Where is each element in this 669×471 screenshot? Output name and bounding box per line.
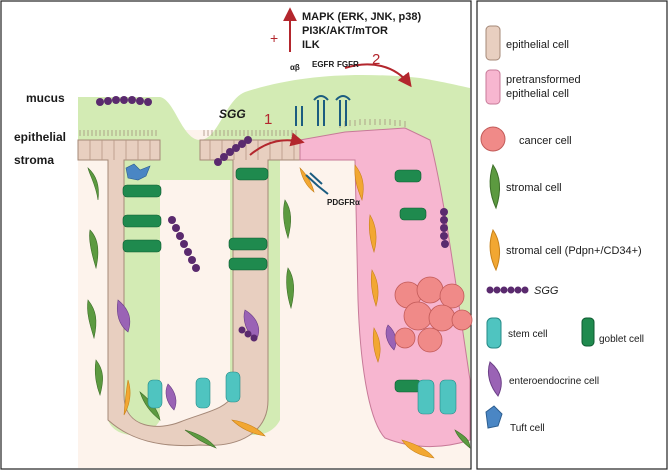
step-1-arrow [249,132,305,156]
mucus-layer [78,74,470,436]
plus-sign: + [270,30,278,46]
tuft-cell [125,163,151,181]
legend-stem-label: stem cell [508,329,547,340]
sgg-bacteria [96,96,449,342]
label-mucus: mucus [26,91,65,105]
legend [480,25,595,429]
legend-enteroendocrine-icon [487,361,502,397]
legend-panel-frame [476,0,668,470]
label-epithelial: epithelial [14,130,66,144]
legend-sgg-icon [486,286,529,294]
legend-pretransformed-icon [485,69,501,105]
legend-goblet-icon [581,317,595,347]
goblet-cells [122,167,427,393]
legend-enteroendocrine-label: enteroendocrine cell [509,376,599,387]
legend-tuft-label: Tuft cell [510,423,545,434]
legend-tuft-icon [485,405,503,429]
legend-pretransformed-label-2: epithelial cell [506,88,569,100]
enteroendocrine-cells [117,299,397,411]
legend-pretransformed-label-1: pretransformed [506,74,581,86]
legend-cancer-icon [480,126,506,152]
legend-epithelial-label: epithelial cell [506,39,569,51]
receptor-egfr-label: EGFR [312,60,334,69]
signal-line-1: MAPK (ERK, JNK, p38) [302,11,422,23]
legend-stromal-icon [489,163,501,210]
legend-stromal-label: stromal cell [506,182,562,194]
microvilli [79,119,406,136]
legend-cancer-label: cancer cell [519,135,572,147]
stromal-pdpn-cells [123,164,435,459]
legend-sgg-label: SGG [534,285,559,297]
legend-stromal-pdpn-label: stromal cell (Pdpn+/CD34+) [506,245,642,257]
legend-goblet-label: goblet cell [599,334,644,345]
legend-stem-icon [486,317,502,349]
receptor-integrin-label: αβ [290,63,300,72]
signal-line-2: PI3K/AKT/mTOR [302,25,388,37]
legend-stromal-pdpn-icon [489,228,501,272]
legend-epithelial-icon [485,25,501,61]
right-crypt-epithelium [299,127,471,447]
stromal-cells [87,167,471,449]
sgg-label: SGG [219,107,246,121]
receptors [295,95,351,195]
signal-line-3: ILK [302,39,320,51]
step-2-label: 2 [372,51,380,68]
cancer-cluster [394,276,473,353]
label-stroma: stroma [14,153,54,167]
step-2-arrow [344,63,412,88]
step-1-label: 1 [264,111,272,128]
receptor-pdgfr-label: PDGFRα [327,198,360,207]
stem-cells [147,371,457,415]
receptor-fgfr-label: FGFR [337,60,359,69]
